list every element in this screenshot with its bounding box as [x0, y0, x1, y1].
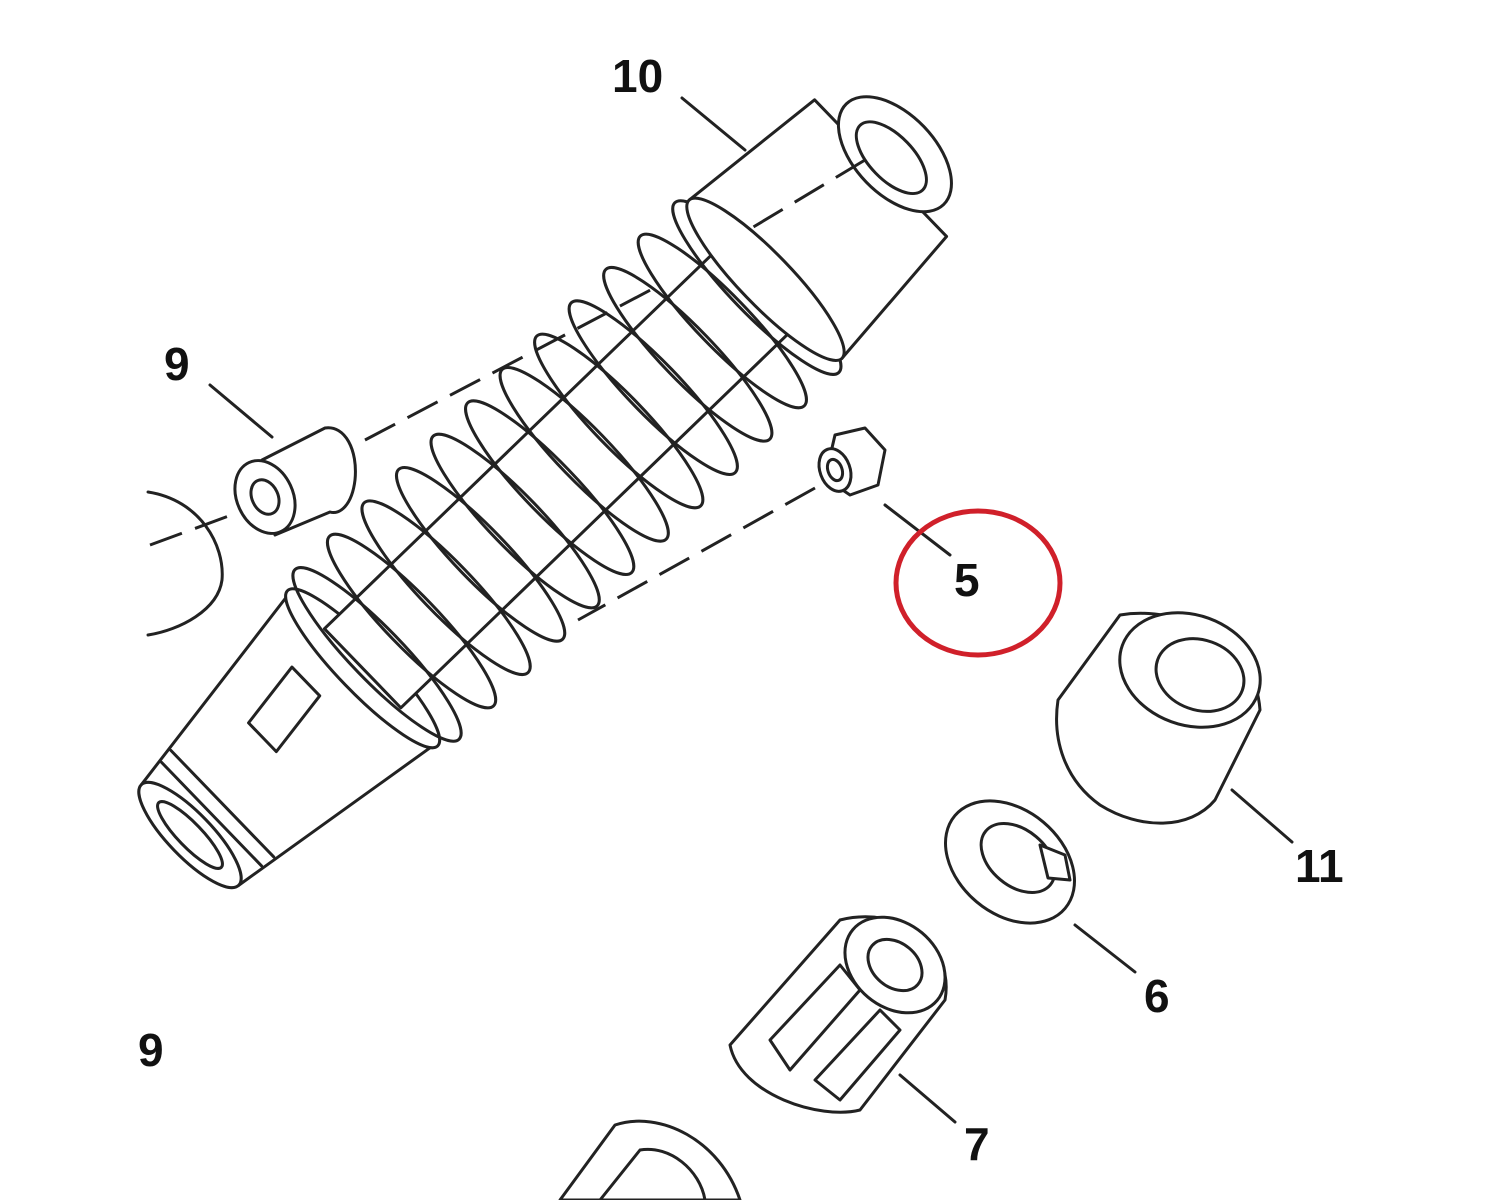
- spring-coil: [567, 299, 739, 476]
- spring-coil: [464, 399, 636, 576]
- spring-coil: [360, 499, 532, 676]
- callout-11: 11: [1295, 840, 1344, 892]
- leader-dash: [149, 508, 246, 547]
- spring-coil: [602, 266, 774, 443]
- leader-dash: [364, 283, 661, 442]
- partial-left-part: [146, 490, 224, 637]
- callout-6: 6: [1144, 970, 1170, 1022]
- bushing-11: [1055, 611, 1262, 825]
- callout-7: 7: [964, 1118, 990, 1170]
- spring-coil: [325, 532, 498, 710]
- highlight-circle: [893, 508, 1063, 658]
- partial-bottom-inner: [598, 1147, 707, 1200]
- spring-coil: [636, 232, 808, 410]
- cage-7: [728, 915, 948, 1114]
- leader-lines: [208, 96, 1294, 1124]
- spring-coil: [291, 566, 463, 743]
- spring-coil: [395, 466, 567, 643]
- shock-absorber: [137, 95, 953, 890]
- callout-10: 10: [612, 50, 663, 102]
- washer-6: [944, 799, 1076, 925]
- callout-9-partial: 9: [138, 1024, 164, 1076]
- callout-9: 9: [164, 338, 190, 390]
- leader-dash: [744, 158, 866, 234]
- spring-coil: [533, 332, 705, 510]
- callout-5: 5: [954, 554, 980, 606]
- partial-bottom-part: [558, 1119, 742, 1200]
- nut-5: [817, 426, 887, 497]
- spring-coil: [429, 432, 601, 610]
- bushing-9: [233, 426, 357, 537]
